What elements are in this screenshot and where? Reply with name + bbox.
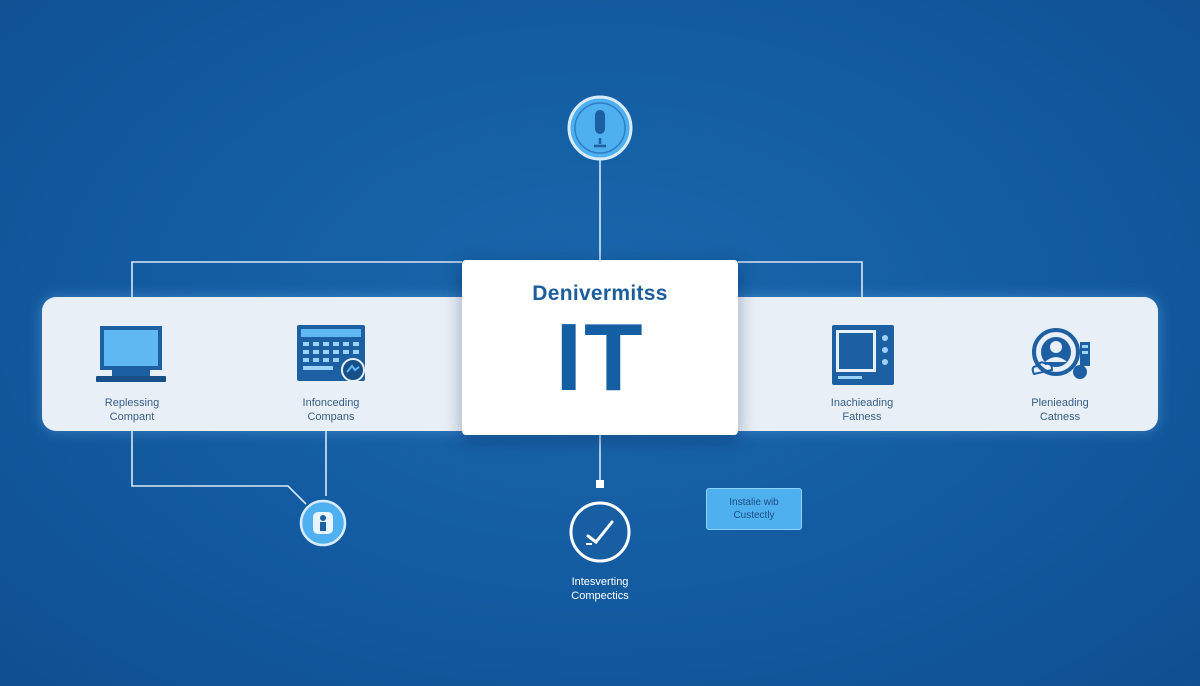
node-label: Inachieading Fatness (830, 397, 894, 423)
center-title: Denivermitss (532, 282, 668, 305)
node-inachieading[interactable]: Inachieading Fatness (797, 322, 927, 424)
user-icon (299, 499, 347, 547)
user-badge[interactable] (298, 498, 348, 548)
node-label: Plenieading Catness (1031, 397, 1089, 423)
support-agent-icon (1031, 328, 1090, 379)
node-label: Replessing Compant (104, 397, 160, 423)
check-badge[interactable] (568, 500, 632, 564)
microphone-icon (567, 95, 633, 161)
dashboard-screen-icon (297, 325, 365, 382)
info-tag[interactable]: Instalie wib Custectly (706, 488, 802, 530)
center-card[interactable]: Denivermitss IT (462, 260, 738, 435)
check-label: Intesverting Compectics (571, 576, 629, 602)
node-plenieading[interactable]: Plenieading Catness (995, 322, 1125, 424)
it-logo: IT (555, 304, 645, 411)
node-replessing[interactable]: Replessing Compant (67, 322, 197, 424)
microphone-badge[interactable] (566, 94, 634, 162)
node-infonceding[interactable]: Infonceding Compans (266, 322, 396, 424)
laptop-icon (96, 326, 166, 382)
checkmark-icon (569, 501, 631, 563)
monitor-panel-icon (832, 325, 894, 385)
node-label: Infonceding Compans (302, 397, 360, 423)
